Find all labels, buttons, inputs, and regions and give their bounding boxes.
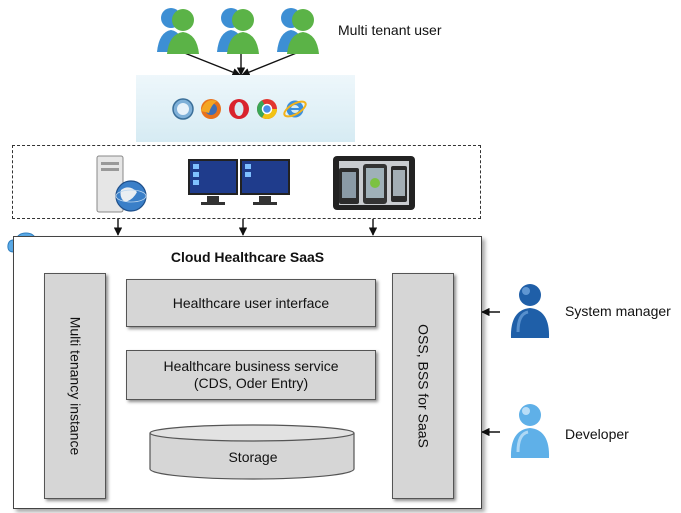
cloud-healthcare-saas-box: Cloud Healthcare SaaS Multi tenancy inst…	[13, 236, 482, 509]
desktop-monitors-icon	[188, 159, 290, 205]
business-service-line1: Healthcare business service	[163, 358, 339, 374]
healthcare-user-interface-box: Healthcare user interface	[126, 279, 376, 327]
device-icons	[96, 155, 415, 213]
server-globe-icon	[96, 155, 147, 213]
multi-tenant-user-label: Multi tenant user	[338, 22, 442, 38]
multi-tenancy-instance-column: Multi tenancy instance	[44, 273, 106, 499]
user-icon-1	[157, 8, 199, 54]
browser-icons	[172, 98, 307, 120]
firefox-icon	[201, 99, 221, 119]
oss-bss-column: OSS, BSS for SaaS	[392, 273, 454, 499]
system-manager-icon	[510, 284, 550, 338]
healthcare-business-service-box: Healthcare business service (CDS, Oder E…	[126, 350, 376, 400]
user-icon-3	[277, 8, 319, 54]
user-arrow-left	[181, 51, 241, 77]
browser-bar	[136, 75, 355, 142]
saas-title: Cloud Healthcare SaaS	[170, 249, 325, 265]
developer-icon	[510, 404, 550, 458]
business-service-line2: (CDS, Oder Entry)	[193, 375, 309, 391]
tablets-icon	[333, 156, 415, 210]
internet-explorer-icon	[283, 100, 307, 118]
user-icon-2	[217, 8, 259, 54]
oss-bss-label: OSS, BSS for SaaS	[415, 324, 432, 448]
storage-cylinder	[149, 424, 355, 480]
healthcare-user-interface-label: Healthcare user interface	[172, 294, 330, 311]
chrome-icon	[257, 99, 277, 119]
user-group-icon	[157, 8, 319, 54]
safari-icon	[172, 98, 194, 120]
storage-label: Storage	[228, 449, 278, 465]
multi-tenancy-instance-label: Multi tenancy instance	[67, 316, 84, 456]
opera-icon	[229, 99, 249, 119]
developer-label: Developer	[565, 426, 629, 442]
devices-frame	[12, 145, 481, 219]
user-arrow-right	[241, 51, 300, 77]
system-manager-label: System manager	[565, 303, 671, 319]
